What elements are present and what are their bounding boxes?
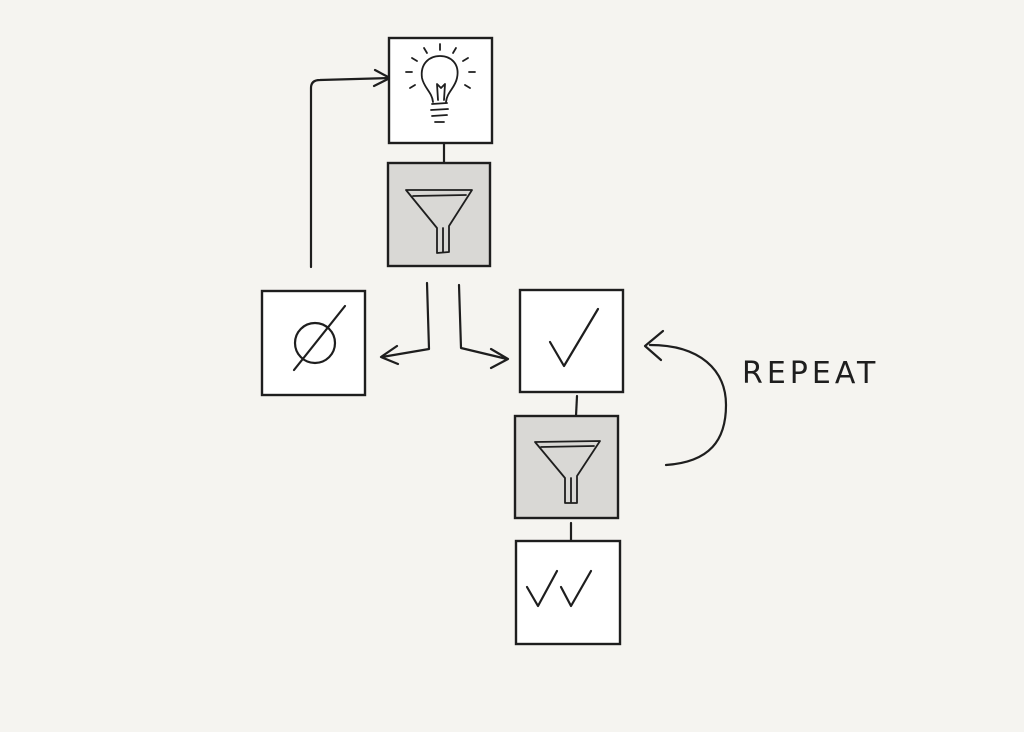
node-filter-1 [386,161,492,268]
edge-repeat-loop [648,343,728,467]
repeat-label: REPEAT [742,356,879,391]
arrowhead-repeat [643,329,665,362]
node-rejected [260,289,367,397]
node-final [514,539,622,646]
double-check-icon [525,569,593,608]
arrowhead-rejected [379,344,400,366]
funnel-icon [534,440,601,504]
funnel-icon [405,189,473,254]
check-icon [548,307,600,368]
edge-accepted-to-filter-2 [574,394,579,418]
edge-filter-1-to-accepted [457,283,509,361]
empty-set-icon [292,304,347,372]
arrowhead-accepted [489,347,510,370]
edge-filter-1-to-rejected [380,281,431,359]
node-accepted [518,288,625,394]
node-idea [387,36,494,145]
lightbulb-icon [405,43,476,123]
connectors [309,68,728,547]
node-filter-2 [513,414,620,520]
edge-rejected-to-idea [309,76,392,269]
